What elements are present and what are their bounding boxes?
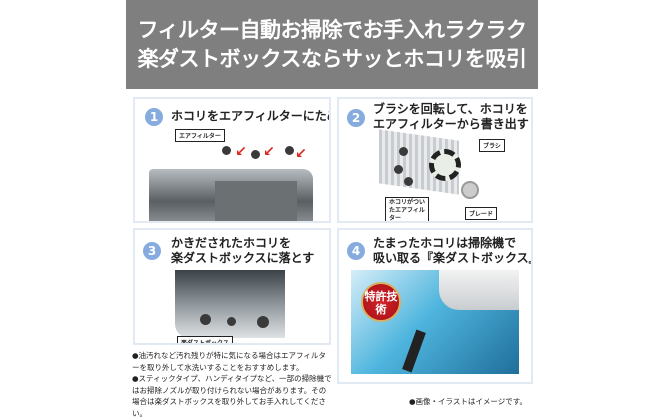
label-air-filter: エアフィルター [175, 129, 225, 142]
brush-illustration [429, 149, 461, 181]
step-4-title-line2: 吸い取る『楽ダストボックス』 [373, 251, 533, 265]
label-dusty-filter: ホコリがついたエアフィルター [385, 197, 429, 221]
step-1-panel: 1 ホコリをエアフィルターにためる ↙ ↙ ↙ エアフィルター [133, 97, 331, 223]
patent-technology-badge: 特許技術 [361, 282, 401, 322]
step-number-4: 4 [347, 242, 365, 260]
air-conditioner-unit [439, 270, 519, 310]
dust-particle [222, 146, 231, 155]
dust-particle [404, 177, 413, 186]
step-3-title-line2: 楽ダストボックスに落とす [171, 251, 315, 265]
headline-banner: フィルター自動お掃除でお手入れラクラク 楽ダストボックスならサッとホコリを吸引 [126, 0, 538, 89]
step-1-title: ホコリをエアフィルターにためる [171, 109, 329, 123]
label-brush: ブラシ [479, 139, 505, 152]
image-disclaimer: ●画像・イラストはイメージです。 [409, 397, 527, 406]
step-4-title-line1: たまったホコリは掃除機で [373, 236, 517, 250]
step-number-3: 3 [143, 242, 161, 260]
step-4-panel: 4 たまったホコリは掃除機で 吸い取る『楽ダストボックス』 特許技術 [337, 228, 533, 384]
air-conditioner-interior-illustration [175, 270, 285, 338]
note-2: ●スティックタイプ、ハンディタイプなど、一部の掃除機ではお掃除ノズルが取り付けら… [132, 374, 332, 418]
arrow-icon: ↙ [295, 146, 307, 162]
note-1: ●油汚れなど汚れ残りが特に気になる場合はエアフィルターを取り外して水洗いすること… [132, 351, 326, 372]
arrow-icon: ↙ [235, 144, 247, 160]
step-number-1: 1 [145, 108, 163, 126]
arrow-icon: ↙ [263, 144, 275, 160]
step-2-panel: 2 ブラシを回転して、ホコリを エアフィルターから書き出す ブラシ ホコリがつい… [337, 97, 533, 223]
dust-particle [285, 146, 294, 155]
dust-box-opening [200, 314, 211, 325]
step-2-title-line1: ブラシを回転して、ホコリを [373, 102, 528, 116]
dust-particle [399, 147, 408, 156]
front-panel [215, 181, 297, 221]
blade-illustration [461, 181, 479, 199]
dust-particle [394, 165, 403, 174]
notes: ●油汚れなど汚れ残りが特に気になる場合はエアフィルターを取り外して水洗いすること… [132, 350, 332, 419]
headline-line1: フィルター自動お掃除でお手入れラクラク [137, 18, 527, 42]
dust-box-opening [227, 317, 236, 326]
step-2-title-line2: エアフィルターから書き出す [373, 117, 529, 131]
label-blade: ブレード [465, 207, 498, 220]
dust-particle [251, 150, 260, 159]
step-3-panel: 3 かきだされたホコリを 楽ダストボックスに落とす 楽ダストボックス [133, 228, 331, 345]
label-dust-box: 楽ダストボックス [177, 336, 233, 343]
dust-box-opening [257, 316, 269, 328]
step-3-title-line1: かきだされたホコリを [171, 236, 292, 250]
headline-line2: 楽ダストボックスならサッとホコリを吸引 [137, 47, 527, 71]
step-number-2: 2 [347, 109, 365, 127]
